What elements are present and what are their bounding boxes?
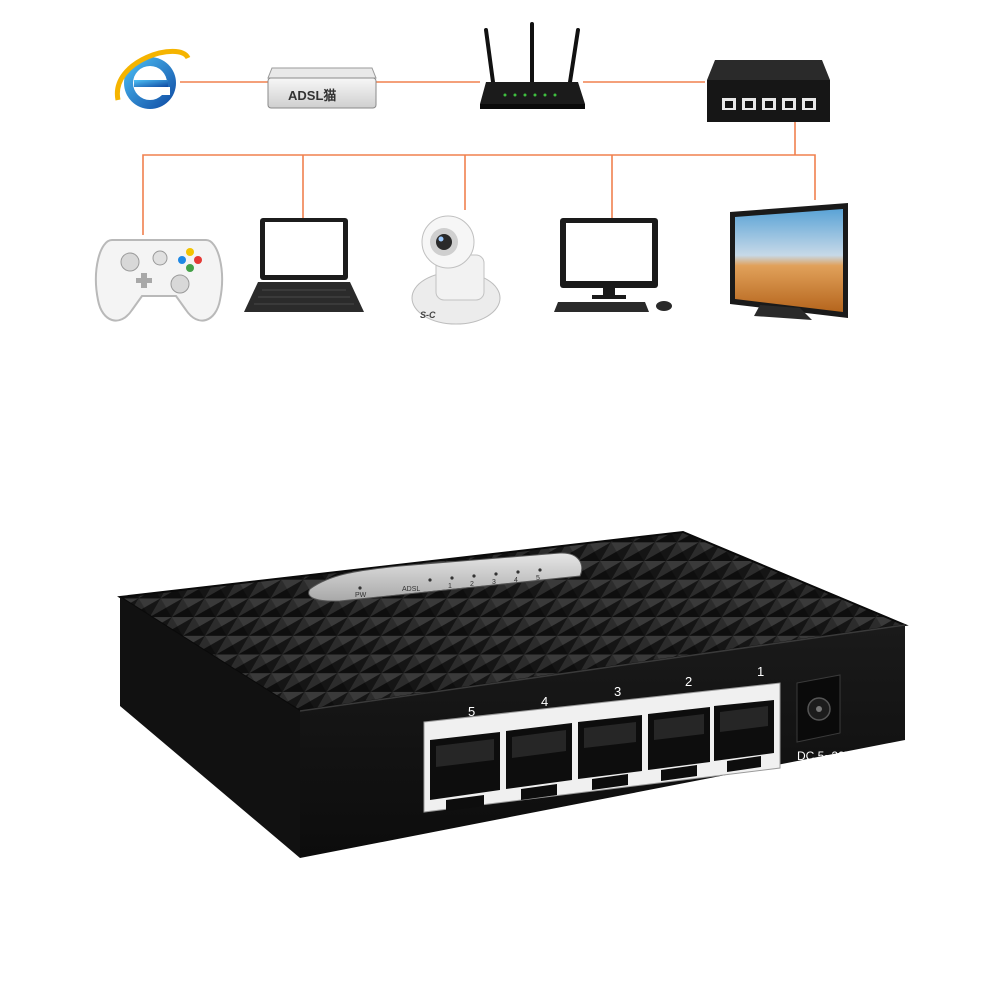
port-number-1: 1 (757, 664, 764, 679)
led-label-adsl: ADSL (402, 586, 420, 593)
led-window (308, 552, 583, 602)
laptop-icon (244, 218, 364, 312)
led-label-1: 1 (448, 583, 452, 590)
switch-left-side (120, 597, 300, 858)
ethernet-port-2 (648, 707, 710, 781)
network-switch-icon (707, 60, 830, 122)
led-label-5: 5 (536, 575, 540, 582)
ethernet-port-5 (430, 732, 500, 811)
camera-label: S-C (420, 310, 436, 320)
tv-icon (730, 203, 848, 320)
port-number-3: 3 (614, 684, 621, 699)
ip-camera-icon: S-C (411, 215, 501, 325)
modem-label: ADSL猫 (288, 88, 336, 103)
port-number-2: 2 (685, 674, 692, 689)
wireless-router-icon (480, 22, 585, 109)
led-label-pw: PW (355, 592, 367, 599)
link-lines (142, 81, 816, 235)
desktop-computer-icon (554, 218, 672, 312)
ethernet-port-4 (506, 723, 572, 800)
ethernet-port-3 (578, 715, 642, 790)
port-number-5: 5 (468, 704, 475, 719)
led-label-4: 4 (514, 577, 518, 584)
switch-top (120, 532, 905, 711)
led-label-3: 3 (492, 579, 496, 586)
internet-explorer-icon (115, 48, 191, 109)
adsl-modem-icon: ADSL猫 (267, 67, 377, 109)
ethernet-port-1 (714, 700, 774, 772)
game-controller-icon (94, 239, 224, 322)
dc-power-jack (796, 674, 841, 743)
dc-voltage-label: DC 5~20V (797, 749, 853, 763)
port-number-4: 4 (541, 694, 548, 709)
network-switch: PW ADSL 1 2 3 4 5 5 4 3 2 1 (117, 530, 909, 858)
led-label-2: 2 (470, 581, 474, 588)
